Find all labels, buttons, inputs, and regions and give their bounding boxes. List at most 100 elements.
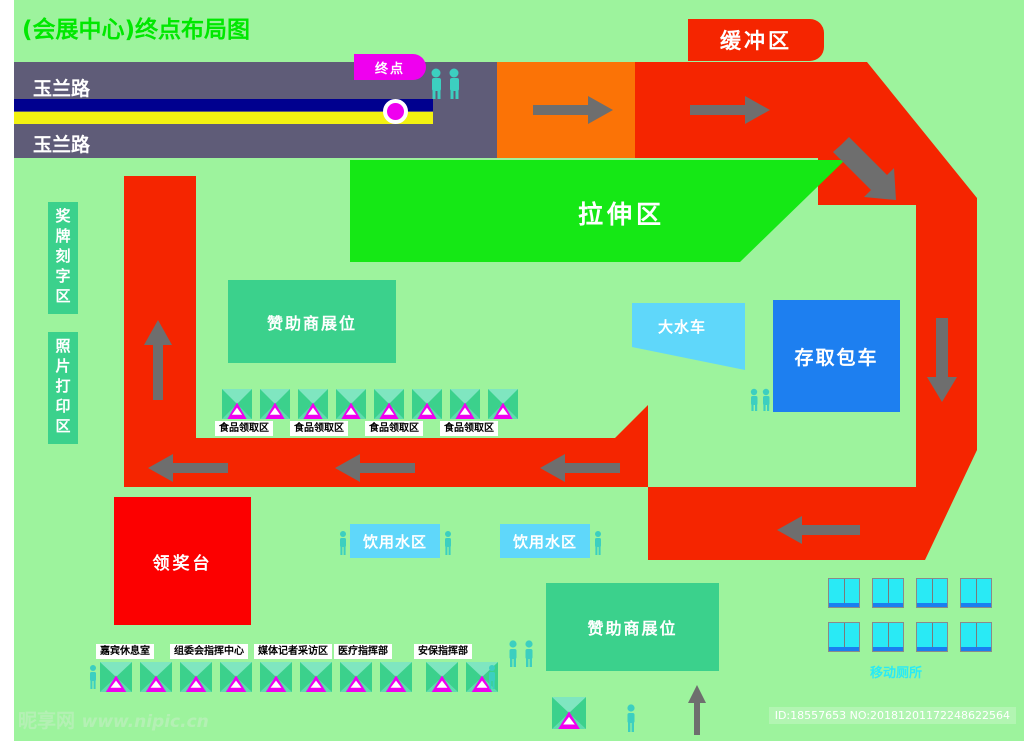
tent-icon bbox=[488, 389, 518, 419]
tent-icon bbox=[180, 662, 212, 692]
arrow-diagonal-down bbox=[833, 137, 896, 200]
tent-icon bbox=[220, 662, 252, 692]
finish-line-tag[interactable]: 终点 bbox=[354, 54, 426, 80]
award-podium[interactable]: 领奖台 bbox=[114, 497, 251, 625]
toilet-icon[interactable] bbox=[828, 622, 860, 652]
arrow-left-mid-3 bbox=[148, 454, 228, 482]
watermark: 昵享网 www.nipic.cn bbox=[18, 706, 209, 733]
tent-icon bbox=[374, 389, 404, 419]
road-label-top: 玉兰路 bbox=[33, 78, 91, 100]
pedestrian-icon-water-2 bbox=[445, 531, 451, 555]
road-label-bottom: 玉兰路 bbox=[33, 134, 91, 156]
toilet-icon[interactable] bbox=[828, 578, 860, 608]
pedestrian-icons-sponsor bbox=[509, 640, 533, 667]
food-tag-row: 食品领取区 食品领取区 食品领取区 食品领取区 bbox=[215, 421, 525, 439]
page-title: (会展中心)终点布局图 bbox=[22, 17, 251, 43]
facility-tag[interactable]: 组委会指挥中心 bbox=[170, 644, 248, 659]
tent-icon bbox=[260, 662, 292, 692]
arrow-right-orange bbox=[533, 96, 613, 124]
tent-icon bbox=[100, 662, 132, 692]
watermark-id: ID:18557653 NO:20181201172248622564 bbox=[768, 707, 1016, 724]
toilet-icon[interactable] bbox=[960, 622, 992, 652]
facility-tag[interactable]: 嘉宾休息室 bbox=[96, 644, 154, 659]
facility-tag[interactable]: 媒体记者采访区 bbox=[254, 644, 332, 659]
tent-icon bbox=[412, 389, 442, 419]
tent-icon bbox=[336, 389, 366, 419]
facility-tag[interactable]: 医疗指挥部 bbox=[334, 644, 392, 659]
tent-icon bbox=[336, 389, 366, 419]
tent-icon bbox=[426, 662, 458, 692]
pedestrian-icons-baggage bbox=[750, 388, 770, 411]
tent-icon bbox=[140, 662, 172, 692]
pedestrian-icon-bottom-left bbox=[90, 665, 96, 689]
toilet-icon[interactable] bbox=[916, 578, 948, 608]
tent-icon bbox=[180, 662, 212, 692]
drinking-water-zone-2[interactable]: 饮用水区 bbox=[500, 524, 590, 558]
photo-printing-zone[interactable]: 照片打印区 bbox=[48, 332, 78, 444]
food-pickup-tag[interactable]: 食品领取区 bbox=[365, 421, 423, 436]
tent-icon bbox=[222, 389, 252, 419]
pedestrian-icon-standalone bbox=[627, 704, 635, 732]
tent-icon bbox=[340, 662, 372, 692]
tent-icon bbox=[222, 389, 252, 419]
arrow-down-right bbox=[927, 318, 957, 402]
sponsor-booth-lower[interactable]: 赞助商展位 bbox=[546, 583, 719, 671]
tent-icon bbox=[300, 662, 332, 692]
tent-icon bbox=[426, 662, 458, 692]
water-truck-shape bbox=[632, 303, 745, 370]
tent-icon bbox=[298, 389, 328, 419]
mobile-toilet-grid bbox=[828, 578, 998, 652]
pedestrian-icons-finish bbox=[431, 68, 459, 99]
toilet-icon[interactable] bbox=[872, 578, 904, 608]
facility-tag[interactable]: 安保指挥部 bbox=[414, 644, 472, 659]
arrow-left-bottom-right bbox=[777, 516, 860, 544]
tent-icon bbox=[380, 662, 412, 692]
toilet-icon[interactable] bbox=[872, 622, 904, 652]
food-pickup-tag[interactable]: 食品领取区 bbox=[290, 421, 348, 436]
food-tent-row bbox=[222, 389, 522, 419]
arrow-left-mid-1 bbox=[540, 454, 620, 482]
road-stripe-yellow bbox=[14, 112, 433, 124]
tent-icon bbox=[140, 662, 172, 692]
pedestrian-icon-water-1 bbox=[340, 531, 346, 555]
toilet-icon[interactable] bbox=[916, 622, 948, 652]
toilet-icon[interactable] bbox=[960, 578, 992, 608]
tent-icon bbox=[450, 389, 480, 419]
arrow-right-red bbox=[690, 96, 770, 124]
drinking-water-zone-1[interactable]: 饮用水区 bbox=[350, 524, 440, 558]
arrow-up-bottom bbox=[688, 685, 706, 735]
tent-icon bbox=[552, 697, 586, 729]
finish-point-dot bbox=[383, 99, 408, 124]
tent-icon bbox=[100, 662, 132, 692]
tent-icon bbox=[260, 389, 290, 419]
pedestrian-icon-water-3 bbox=[595, 531, 601, 555]
arrow-up-left-column bbox=[144, 320, 172, 400]
tent-icon bbox=[380, 662, 412, 692]
direction-arrows bbox=[144, 96, 957, 735]
tent-icon bbox=[412, 389, 442, 419]
tent-icon bbox=[220, 662, 252, 692]
bottom-tag-row: 嘉宾休息室 组委会指挥中心媒体记者采访区医疗指挥部 安保指挥部 bbox=[96, 644, 496, 660]
sponsor-booth-upper[interactable]: 赞助商展位 bbox=[228, 280, 396, 363]
buffer-zone-tag[interactable]: 缓冲区 bbox=[688, 19, 824, 61]
mobile-toilets-label: 移动厕所 bbox=[870, 666, 923, 681]
tent-icon bbox=[298, 389, 328, 419]
left-white-margin bbox=[0, 0, 14, 741]
stretch-zone-shape bbox=[350, 160, 845, 262]
red-track-diagonal-joint bbox=[615, 405, 648, 487]
food-pickup-tag[interactable]: 食品领取区 bbox=[440, 421, 498, 436]
baggage-storage-zone[interactable]: 存取包车 bbox=[773, 300, 900, 412]
stretch-zone-label: 拉伸区 bbox=[578, 200, 666, 229]
tent-icon bbox=[450, 389, 480, 419]
tent-icon bbox=[340, 662, 372, 692]
food-pickup-tag[interactable]: 食品领取区 bbox=[215, 421, 273, 436]
standalone-tent-icon bbox=[552, 697, 586, 729]
bottom-tent-row bbox=[100, 662, 498, 692]
tent-icon bbox=[260, 662, 292, 692]
medal-engraving-zone[interactable]: 奖牌刻字区 bbox=[48, 202, 78, 314]
water-truck-label[interactable]: 大水车 bbox=[658, 318, 707, 336]
watermark-site-url: www.nipic.cn bbox=[81, 712, 209, 732]
watermark-site-name: 昵享网 bbox=[18, 710, 76, 732]
